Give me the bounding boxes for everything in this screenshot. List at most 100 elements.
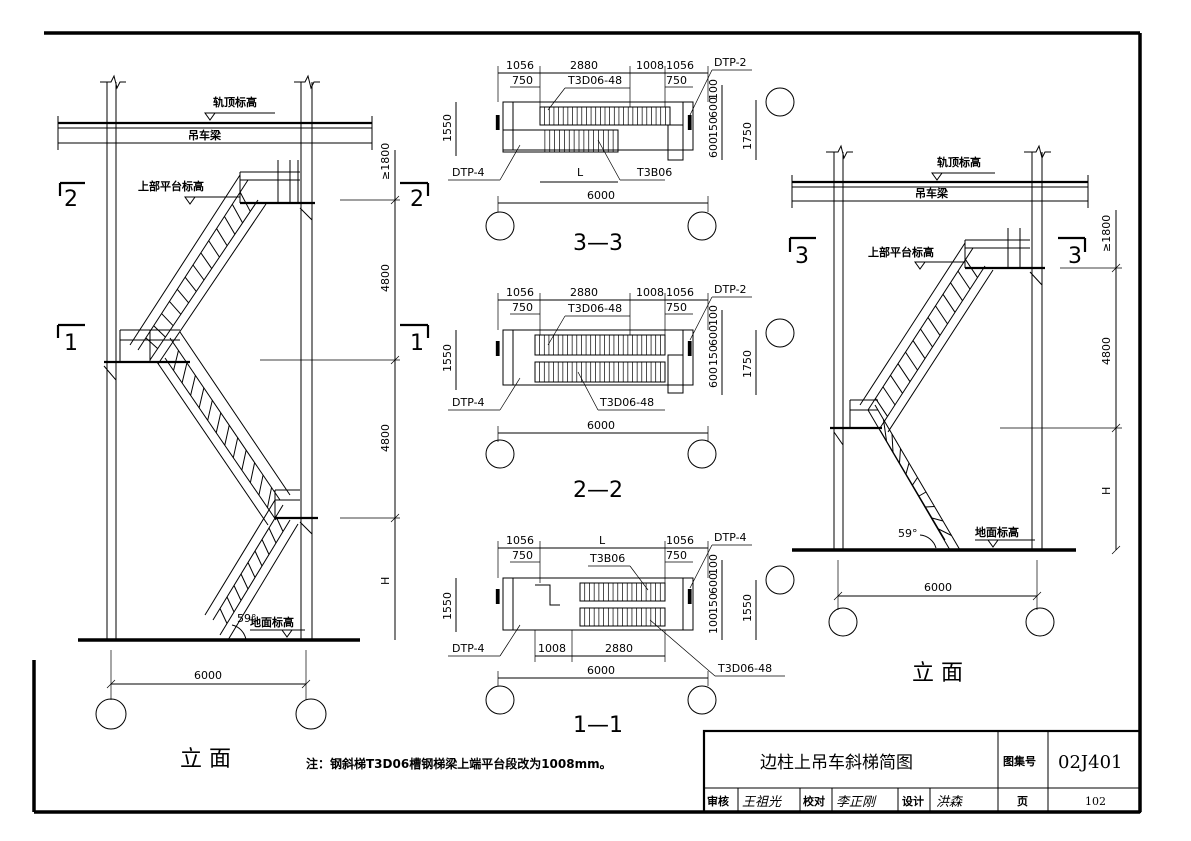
ladder-rung <box>927 317 941 336</box>
label-t3b06: T3B06 <box>636 166 672 179</box>
ladder-rung <box>239 191 251 212</box>
axis-bubble <box>765 87 795 117</box>
dim-top: ≥1800 <box>1100 215 1113 252</box>
ladder-rung <box>181 362 188 384</box>
ladder-rung <box>224 425 230 446</box>
dim-h: H <box>1100 487 1113 495</box>
label-dtp4: DTP-4 <box>452 166 485 179</box>
ladder-rung <box>950 282 963 301</box>
ladder-rung <box>261 539 270 555</box>
ladder-rung <box>258 474 264 496</box>
dim-750-right: 750 <box>666 301 687 314</box>
label-dtp4-right: DTP-4 <box>714 531 747 544</box>
title-block: 边柱上吊车斜梯简图 图集号 02J401 审核 王祖光 校对 李正刚 设计 洪森… <box>702 729 1142 814</box>
dim-right-small-0: 100 <box>707 554 720 575</box>
dim-right-small-2: 150 <box>707 593 720 614</box>
ladder-rung <box>882 386 896 406</box>
dim-right-small-0: 100 <box>707 305 720 326</box>
axis-bubble <box>95 698 127 730</box>
review-signature: 王祖光 <box>742 795 782 810</box>
axis-bubble <box>485 211 515 241</box>
right-elevation-caption: 立 面 <box>912 661 963 686</box>
section-mark-3-right: 3 <box>1068 244 1082 269</box>
ladder-rung <box>176 288 189 304</box>
ladder-rung <box>897 363 911 382</box>
dim-top: ≥1800 <box>379 143 392 180</box>
dim-750-left: 750 <box>512 549 533 562</box>
plan-1-1: I I 1056 L 1056 750 750 T3B06 DTP-4 DTP-… <box>441 531 795 738</box>
crane-beam-label: 吊车梁 <box>188 128 222 142</box>
design-label: 设计 <box>902 794 924 808</box>
column-i-section: I <box>686 585 693 609</box>
axis-bubble <box>295 698 327 730</box>
label-dtp2: DTP-2 <box>714 56 747 69</box>
dim-bottom-0: 1008 <box>538 642 566 655</box>
label-t3d06-bottom: T3D06-48 <box>599 396 654 409</box>
ladder-rung <box>912 477 918 486</box>
upper-platform-label: 上部平台标高 <box>138 179 204 193</box>
caption-3-3: 3—3 <box>573 231 623 256</box>
section-mark-1-right: 1 <box>410 331 424 356</box>
dim-width: 6000 <box>587 189 615 202</box>
column-i-section: I <box>686 337 693 361</box>
label-t3b06: T3B06 <box>589 552 625 565</box>
dim-left-1550: 1550 <box>441 344 454 372</box>
axis-bubble <box>485 439 515 469</box>
dim-right-small-3: 100 <box>707 613 720 634</box>
angle-label: 59° <box>237 612 257 625</box>
drawing-title: 边柱上吊车斜梯简图 <box>760 753 913 773</box>
axis-bubble <box>765 565 795 595</box>
ladder-rung <box>957 270 971 290</box>
dim-right-1750: 1750 <box>741 122 754 150</box>
dim-top-2: 1056 <box>666 534 694 547</box>
ladder-rung <box>965 259 978 278</box>
left-elevation-caption: 立 面 <box>180 747 231 772</box>
page-number: 102 <box>1085 795 1106 808</box>
upper-flight-rungs <box>145 191 251 349</box>
ladder-rung <box>875 398 888 417</box>
dim-top-1: 2880 <box>570 286 598 299</box>
axis-bubble <box>485 685 515 715</box>
dim-right-small-2: 150 <box>707 345 720 366</box>
left-elevation: 轨顶标高 吊车梁 上部平台标高 <box>56 74 430 772</box>
axis-bubble <box>1025 607 1055 637</box>
angle-label: 59° <box>898 527 918 540</box>
ladder-rung <box>200 252 213 269</box>
caption-1-1: 1—1 <box>573 713 623 738</box>
plan-1-1-treads-lower <box>584 608 661 626</box>
dim-right-1750: 1750 <box>741 350 754 378</box>
dim-right-small-1: 600 <box>707 325 720 346</box>
dim-l: L <box>577 166 584 179</box>
ladder-rung <box>935 305 948 325</box>
dim-top-0: 1056 <box>506 534 534 547</box>
section-mark-2-right: 2 <box>410 187 424 212</box>
ladder-rung <box>918 491 927 497</box>
dim-750-left: 750 <box>512 74 533 87</box>
ladder-rung <box>219 608 228 624</box>
ladder-rung <box>942 294 956 313</box>
ladder-rung <box>891 433 894 453</box>
dim-left-1550: 1550 <box>441 592 454 620</box>
dim-top-2: 1008 <box>636 59 664 72</box>
ladder-rung <box>268 527 277 544</box>
dim-width: 6000 <box>924 581 952 594</box>
ladder-rung <box>169 301 182 315</box>
column-i-section: I <box>494 111 501 135</box>
dim-top-3: 1056 <box>666 286 694 299</box>
dim-width: 6000 <box>194 669 222 682</box>
plan-1-1-treads-upper <box>584 583 661 601</box>
ground-label: 地面标高 <box>250 615 294 629</box>
plan-3-3-treads-upper <box>544 107 666 125</box>
section-mark-3-left: 3 <box>795 244 809 269</box>
ladder-rung <box>883 419 887 442</box>
ladder-rung <box>233 585 242 601</box>
label-t3d06: T3D06-48 <box>717 662 772 675</box>
dim-750-left: 750 <box>512 301 533 314</box>
ladder-rung <box>912 340 926 359</box>
dim-left-1550: 1550 <box>441 114 454 142</box>
column-i-section: I <box>494 585 501 609</box>
ladder-rung <box>145 337 159 349</box>
axis-bubble <box>687 439 717 469</box>
axis-bubble <box>828 607 858 637</box>
